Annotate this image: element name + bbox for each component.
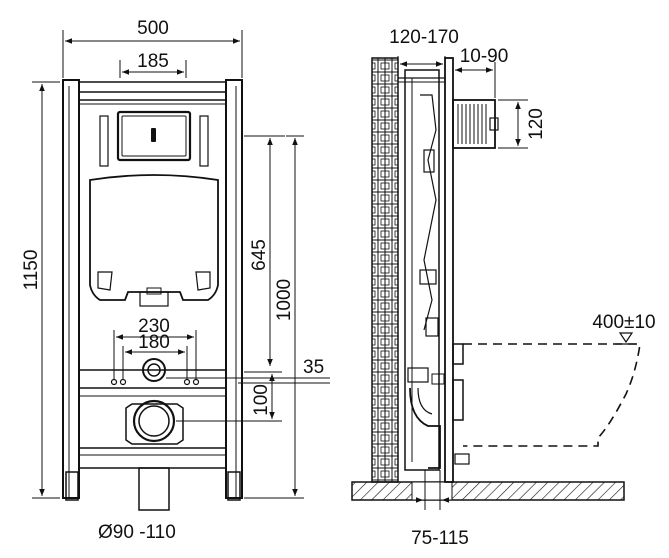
frame-width-label: 500 [137, 18, 169, 39]
frame-side [398, 69, 445, 471]
drain-diameter-label: Ø90 -110 [98, 522, 176, 543]
dim-drain-diameter: Ø90 -110 [98, 522, 176, 543]
flush-pipe-offset-label: 35 [303, 357, 324, 378]
dim-frame-height: 1150 [21, 81, 60, 499]
floor [351, 481, 625, 501]
flush-actuator [452, 99, 499, 149]
plate-top-height-label: 1000 [274, 279, 295, 321]
plate-depth-label: 10-90 [460, 46, 509, 67]
dim-frame-width: 500 [62, 18, 243, 78]
dim-bracket-spacing: 230 180 [113, 316, 197, 380]
frame-height-label: 1150 [21, 250, 42, 291]
dim-flush-pipe-offset: 35 [166, 357, 330, 384]
bowl-height-label: 400±10 [592, 312, 655, 333]
dim-bowl-height: 400±10 [592, 312, 656, 345]
wall-panel [444, 57, 454, 483]
drain-height-label: 100 [251, 384, 272, 416]
flush-outlet [110, 358, 200, 386]
side-view: 120-170 10-90 120 400±10 75- [351, 27, 656, 549]
connectors [452, 343, 470, 465]
drain-outlet [125, 399, 184, 511]
flush-plate-opening [116, 110, 192, 162]
dim-plate-top-height: 1000 [244, 135, 304, 499]
bracket-outer-spacing-label: 230 [138, 316, 170, 337]
dim-flush-plate-width: 185 [119, 51, 187, 78]
plate-center-height-label: 645 [249, 239, 270, 271]
front-view: 500 185 1150 645 1000 [21, 18, 330, 543]
dim-floor-offset: 75-115 [408, 470, 469, 549]
dim-plate-depth: 10-90 [452, 46, 509, 98]
bracket-inner-spacing-label: 180 [138, 332, 170, 353]
dim-drain-height: 100 [176, 371, 282, 422]
dim-plate-height: 120 [498, 99, 547, 149]
floor-offset-label: 75-115 [411, 528, 469, 549]
dim-plate-center-height: 645 [244, 135, 285, 366]
plate-height-label: 120 [526, 108, 547, 140]
frame-outline [62, 79, 243, 501]
cistern [89, 115, 219, 307]
dim-wall-gap: 120-170 [389, 27, 459, 74]
flush-plate-width-label: 185 [137, 51, 169, 72]
toilet-bowl-outline [463, 343, 641, 447]
wall-gap-label: 120-170 [389, 27, 459, 48]
